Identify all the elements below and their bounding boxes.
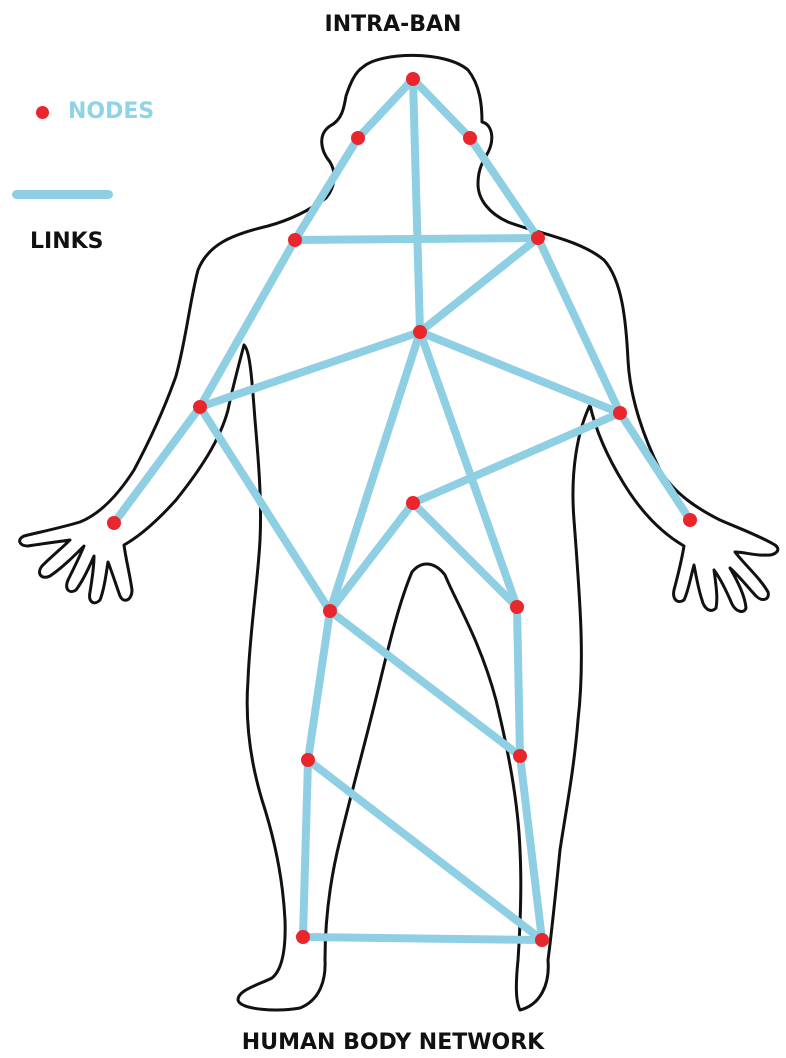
network-node xyxy=(510,600,524,614)
network-link xyxy=(620,413,690,520)
network-node xyxy=(463,131,477,145)
network-node xyxy=(406,496,420,510)
page-title-bottom: HUMAN BODY NETWORK xyxy=(0,1030,786,1055)
network-link xyxy=(295,238,538,240)
network-node xyxy=(683,513,697,527)
network-link xyxy=(295,138,358,240)
network-node xyxy=(301,753,315,767)
network-node xyxy=(323,604,337,618)
network-link xyxy=(330,503,413,611)
network-link xyxy=(308,611,330,760)
network-link xyxy=(413,413,620,503)
network-link xyxy=(303,760,308,937)
body-outline xyxy=(20,55,778,1010)
network-link xyxy=(200,407,330,611)
network-node xyxy=(531,231,545,245)
network-link xyxy=(517,607,520,756)
network-link xyxy=(520,756,542,940)
nodes-group xyxy=(107,72,697,947)
links-group xyxy=(114,79,690,940)
network-node xyxy=(288,233,302,247)
network-link xyxy=(413,79,420,332)
network-node xyxy=(513,749,527,763)
network-node xyxy=(413,325,427,339)
network-link xyxy=(330,332,420,611)
network-node xyxy=(193,400,207,414)
network-node xyxy=(296,930,310,944)
network-node xyxy=(351,131,365,145)
network-node xyxy=(613,406,627,420)
network-node xyxy=(406,72,420,86)
body-network-diagram xyxy=(0,0,786,1025)
network-link xyxy=(470,138,538,238)
network-link xyxy=(308,760,542,940)
network-link xyxy=(413,79,470,138)
network-link xyxy=(358,79,413,138)
network-link xyxy=(303,937,542,940)
network-node xyxy=(107,516,121,530)
network-node xyxy=(535,933,549,947)
network-link xyxy=(420,238,538,332)
